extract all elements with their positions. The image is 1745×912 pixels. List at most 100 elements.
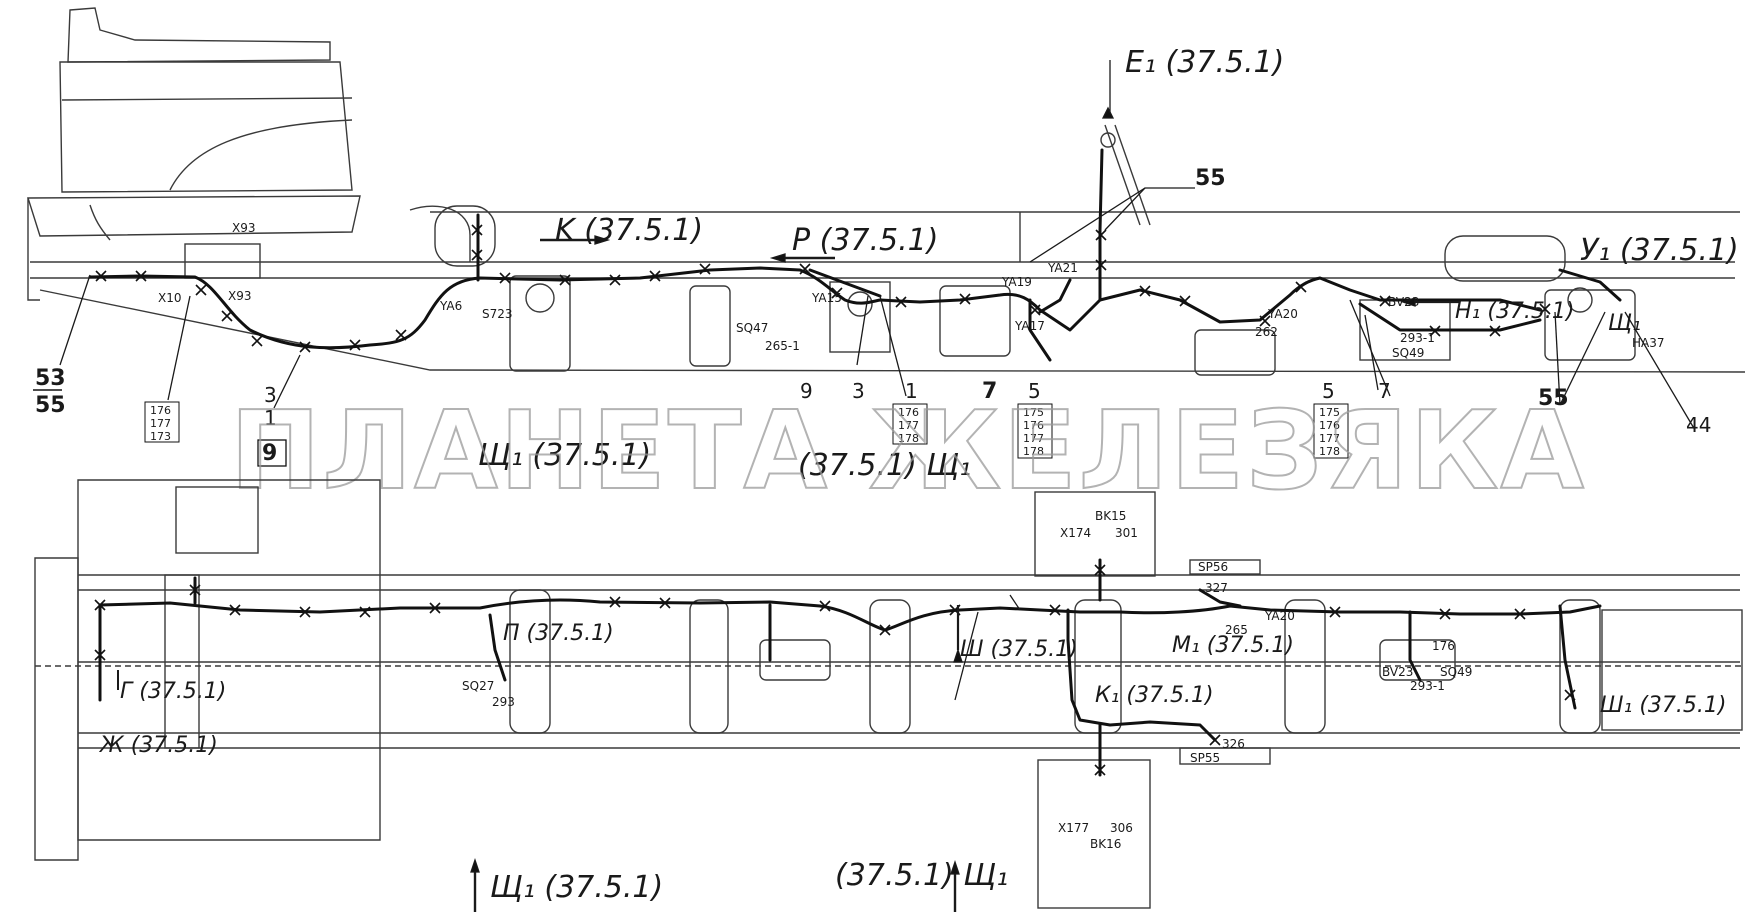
ref-sch1-mid: Щ₁ (37.5.1) <box>478 438 651 473</box>
svg-text:YA6: YA6 <box>439 299 462 313</box>
svg-text:HA37: HA37 <box>1632 336 1665 350</box>
top-view: Г (37.5.1) Ж (37.5.1) П (37.5.1) Ш (37.5… <box>34 479 1745 912</box>
side-components <box>184 124 1636 376</box>
ref-p-top: П (37.5.1) <box>503 621 614 646</box>
ref-k1: К₁ (37.5.1) <box>1095 683 1214 708</box>
ref-sch1-center: (37.5.1) Щ₁ <box>798 448 971 483</box>
svg-text:173: 173 <box>150 430 171 443</box>
svg-text:X174: X174 <box>1060 526 1091 540</box>
svg-text:293: 293 <box>492 695 515 709</box>
ref-h1: Н₁ (37.5.1) <box>1455 299 1575 324</box>
svg-text:262: 262 <box>1255 325 1278 339</box>
side-frame-rails <box>30 205 1745 373</box>
svg-text:SQ47: SQ47 <box>736 321 768 335</box>
ref-sh: Ш (37.5.1) <box>960 637 1078 662</box>
side-clips <box>95 224 1551 353</box>
callout-3-mid: 3 <box>852 379 865 403</box>
ref-sch1-bottom-mid: (37.5.1) Щ₁ <box>835 858 1008 893</box>
ref-sh1: Ш₁ (37.5.1) <box>1600 693 1726 718</box>
stack-mid1: 176 177 178 <box>892 403 928 445</box>
stack-mid2: 175 176 177 178 <box>1017 403 1053 459</box>
callout-53: 53 <box>35 366 66 391</box>
callout-55-top: 55 <box>1195 166 1226 191</box>
svg-text:176: 176 <box>1023 419 1044 432</box>
svg-text:S723: S723 <box>482 307 513 321</box>
ref-g: Г (37.5.1) <box>120 679 226 704</box>
stack-right: 175 176 177 178 <box>1313 403 1349 459</box>
svg-text:178: 178 <box>1319 445 1340 458</box>
svg-text:178: 178 <box>898 432 919 445</box>
callout-7-right: 7 <box>1378 379 1391 403</box>
svg-text:293-1: 293-1 <box>1400 331 1435 345</box>
callout-1-mid: 1 <box>905 379 918 403</box>
svg-text:177: 177 <box>150 417 171 430</box>
callout-5-right: 5 <box>1322 379 1335 403</box>
svg-text:265: 265 <box>1225 623 1248 637</box>
svg-text:X177: X177 <box>1058 821 1089 835</box>
svg-text:175: 175 <box>1023 406 1044 419</box>
svg-text:YA17: YA17 <box>1014 319 1045 333</box>
svg-text:YA19: YA19 <box>1001 275 1032 289</box>
top-small-labels: SQ27 293 BK15 X174 301 SP56 327 YA20 265… <box>462 509 1472 851</box>
svg-text:X10: X10 <box>158 291 182 305</box>
svg-text:YA21: YA21 <box>1047 261 1078 275</box>
svg-text:178: 178 <box>1023 445 1044 458</box>
side-small-labels: X93 X10 X93 YA6 S723 YA15 SQ47 265-1 YA2… <box>158 221 1665 360</box>
svg-text:326: 326 <box>1222 737 1245 751</box>
svg-text:X93: X93 <box>228 289 252 303</box>
ref-e1: E₁ (37.5.1) <box>1125 45 1284 80</box>
svg-text:BK15: BK15 <box>1095 509 1126 523</box>
cross-members <box>164 574 1743 749</box>
callout-3-left: 3 <box>264 383 277 407</box>
svg-text:X93: X93 <box>232 221 256 235</box>
side-callouts: 55 53 55 55 44 3 1 9 9 3 1 7 5 5 7 <box>33 166 1711 467</box>
top-clips <box>94 564 1576 776</box>
side-view: E₁ (37.5.1) K (37.5.1) P (37.5.1) У₁ (37… <box>27 7 1745 483</box>
callout-9-top: 9 <box>800 379 813 403</box>
svg-text:SP55: SP55 <box>1190 751 1220 765</box>
svg-text:BV23: BV23 <box>1388 295 1419 309</box>
svg-text:SQ27: SQ27 <box>462 679 494 693</box>
svg-text:176: 176 <box>150 404 171 417</box>
ref-m1: М₁ (37.5.1) <box>1172 633 1294 658</box>
ref-p: P (37.5.1) <box>792 223 938 258</box>
svg-text:SP56: SP56 <box>1198 560 1228 574</box>
callout-1-left: 1 <box>264 406 277 430</box>
callout-55-right: 55 <box>1538 386 1569 411</box>
callout-44: 44 <box>1686 413 1711 437</box>
ref-u1: У₁ (37.5.1) <box>1580 233 1739 268</box>
watermark: ПЛАНЕТА ЖЕЛЕЗЯКА <box>230 389 1586 514</box>
ref-k: K (37.5.1) <box>555 213 703 248</box>
svg-text:327: 327 <box>1205 581 1228 595</box>
svg-text:177: 177 <box>898 419 919 432</box>
svg-text:176: 176 <box>898 406 919 419</box>
ref-sch1-right: Щ₁ <box>1608 311 1641 336</box>
callout-5-mid: 5 <box>1028 379 1041 403</box>
ref-zh: Ж (37.5.1) <box>98 733 218 758</box>
svg-text:293-1: 293-1 <box>1410 679 1445 693</box>
stack-left: 176 177 173 <box>144 401 180 443</box>
top-leaders <box>117 594 1021 912</box>
svg-text:301: 301 <box>1115 526 1138 540</box>
callout-55-left: 55 <box>35 393 66 418</box>
callout-9-box: 9 <box>262 441 277 466</box>
side-leaders <box>59 60 1696 431</box>
svg-text:177: 177 <box>1023 432 1044 445</box>
svg-text:306: 306 <box>1110 821 1133 835</box>
cab-outline <box>27 7 361 301</box>
svg-text:SQ49: SQ49 <box>1440 665 1472 679</box>
svg-text:176: 176 <box>1319 419 1340 432</box>
callout-7-mid: 7 <box>982 379 997 404</box>
side-harness <box>88 148 1622 362</box>
svg-text:SQ49: SQ49 <box>1392 346 1424 360</box>
svg-text:BK16: BK16 <box>1090 837 1121 851</box>
svg-text:265-1: 265-1 <box>765 339 800 353</box>
svg-text:175: 175 <box>1319 406 1340 419</box>
svg-text:YA20: YA20 <box>1264 609 1295 623</box>
svg-text:BV23: BV23 <box>1382 665 1413 679</box>
ref-sch1-bottom-left: Щ₁ (37.5.1) <box>490 870 663 905</box>
svg-text:176: 176 <box>1432 639 1455 653</box>
top-frame-outline <box>34 479 1745 909</box>
svg-text:YA20: YA20 <box>1267 307 1298 321</box>
